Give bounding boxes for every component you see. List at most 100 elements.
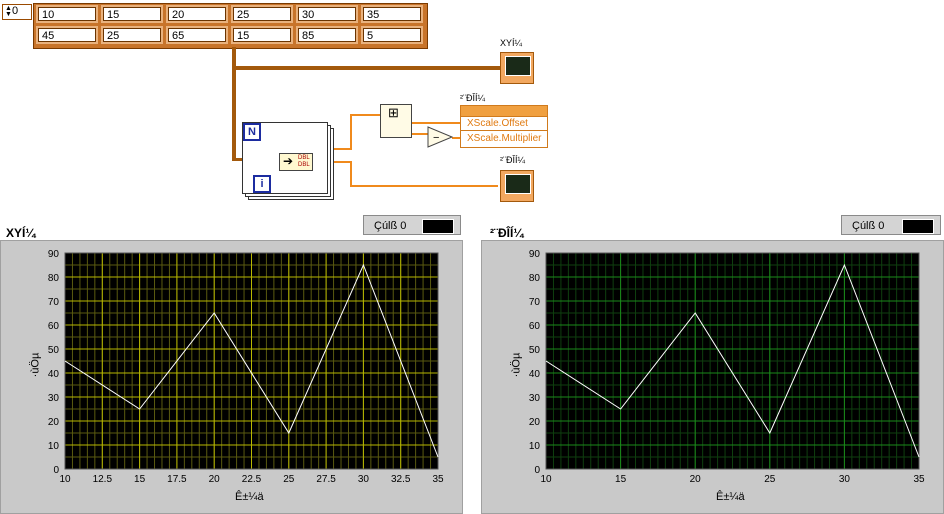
array-index-display[interactable]: ▲▼ 0 [2, 4, 32, 20]
subtract-node[interactable]: − [427, 126, 453, 148]
wire-bundle-up [350, 114, 352, 150]
array-cell[interactable]: 85 [298, 28, 356, 42]
y-tick-label: 70 [529, 297, 541, 308]
xy-graph-legend[interactable]: Çúlß 0 [363, 215, 461, 235]
y-tick-label: 20 [529, 417, 541, 428]
xy-graph-ylabel: ·ùÖµ [29, 352, 42, 378]
y-tick-label: 20 [48, 417, 60, 428]
waveform-graph-icon [505, 174, 531, 194]
x-tick-label: 15 [134, 474, 146, 485]
property-node-title: ²¨ÐÎÍ¼ [460, 93, 486, 103]
y-tick-label: 60 [48, 321, 60, 332]
loop-index-terminal[interactable]: i [253, 175, 271, 193]
wire-to-waveform [332, 161, 352, 163]
y-tick-label: 0 [534, 465, 540, 476]
y-tick-label: 90 [48, 249, 60, 260]
index-spinner-icon[interactable]: ▲▼ [5, 5, 12, 18]
x-tick-label: 25 [764, 474, 776, 485]
array-index-node[interactable]: ➔ DBL DBL [279, 153, 313, 171]
property-xscale-multiplier[interactable]: XScale.Multiplier [467, 133, 542, 144]
wire-to-subtract [412, 133, 428, 135]
wire-array-to-xy [232, 66, 502, 70]
array-cell[interactable]: 15 [233, 28, 291, 42]
y-tick-label: 0 [53, 465, 59, 476]
x-tick-label: 15 [615, 474, 627, 485]
svg-text:−: − [433, 132, 439, 144]
array-cell[interactable]: 45 [38, 28, 96, 42]
y-tick-label: 50 [48, 345, 60, 356]
waveform-graph-ylabel: ·ùÖµ [510, 352, 523, 378]
y-tick-label: 30 [529, 393, 541, 404]
array-cell[interactable]: 10 [38, 7, 96, 21]
wire-array-down [232, 47, 236, 71]
x-tick-label: 10 [59, 474, 71, 485]
series-line [545, 263, 920, 458]
series-line [64, 263, 439, 458]
waveform-graph-terminal[interactable] [500, 170, 534, 202]
array-cell[interactable]: 25 [233, 7, 291, 21]
y-tick-label: 50 [529, 345, 541, 356]
unbundle-node[interactable]: ⊞ [380, 104, 412, 138]
dbl-label-2: DBL [298, 162, 310, 168]
y-tick-label: 80 [48, 273, 60, 284]
array-cell[interactable]: 25 [103, 28, 161, 42]
y-tick-label: 70 [48, 297, 60, 308]
property-node[interactable]: XScale.Offset XScale.Multiplier [460, 116, 548, 148]
wire-wave-right [350, 185, 498, 187]
x-tick-label: 20 [209, 474, 221, 485]
y-tick-label: 10 [529, 441, 541, 452]
xy-graph-title: XYÍ¼ [6, 226, 36, 240]
arrow-icon: ➔ [283, 154, 294, 168]
x-tick-label: 17.5 [167, 474, 187, 485]
wire-bundle-top [350, 114, 380, 116]
x-tick-label: 27.5 [316, 474, 336, 485]
x-tick-label: 35 [913, 474, 925, 485]
loop-count-terminal[interactable]: N [243, 123, 261, 141]
waveform-graph-legend[interactable]: Çúlß 0 [841, 215, 941, 235]
x-tick-label: 10 [540, 474, 552, 485]
x-tick-label: 30 [839, 474, 851, 485]
xy-terminal-label: XYÍ¼ [500, 38, 523, 48]
wire-wave-down [350, 161, 352, 186]
array-constant: 10 15 20 25 30 35 45 25 65 15 85 5 [33, 3, 428, 49]
y-tick-label: 90 [529, 249, 541, 260]
y-tick-label: 40 [48, 369, 60, 380]
x-tick-label: 35 [432, 474, 444, 485]
y-tick-label: 10 [48, 441, 60, 452]
array-cell[interactable]: 65 [168, 28, 226, 42]
wire-to-multiplier [452, 137, 460, 139]
array-cell[interactable]: 30 [298, 7, 356, 21]
array-cell[interactable]: 20 [168, 7, 226, 21]
y-tick-label: 40 [529, 369, 541, 380]
array-index-value: 0 [12, 5, 19, 17]
y-tick-label: 60 [529, 321, 541, 332]
for-loop[interactable]: N i ➔ DBL DBL [242, 122, 328, 194]
x-tick-label: 25 [283, 474, 295, 485]
waveform-graph-title: ²¨ÐÎÍ¼ [490, 226, 524, 240]
dbl-label-1: DBL [298, 155, 310, 161]
wire-to-offset [412, 122, 460, 124]
waveform-terminal-label: ²¨ÐÎÍ¼ [500, 155, 526, 165]
array-cell[interactable]: 5 [363, 28, 421, 42]
xy-graph-terminal[interactable] [500, 52, 534, 84]
grid-icon: ⊞ [388, 105, 399, 120]
property-xscale-offset[interactable]: XScale.Offset [461, 117, 547, 131]
array-cell[interactable]: 15 [103, 7, 161, 21]
x-tick-label: 20 [690, 474, 702, 485]
xy-legend-label: Çúlß 0 [374, 220, 407, 232]
wire-to-loop [232, 70, 236, 160]
wire-loop-to-bundle [332, 148, 352, 150]
xy-graph-icon [505, 56, 531, 76]
y-tick-label: 80 [529, 273, 541, 284]
x-tick-label: 22.5 [242, 474, 262, 485]
waveform-graph-xlabel: Ê±¼ä [716, 491, 745, 503]
xy-legend-swatch[interactable] [422, 219, 454, 234]
waveform-legend-swatch[interactable] [902, 219, 934, 234]
array-cell[interactable]: 35 [363, 7, 421, 21]
x-tick-label: 30 [358, 474, 370, 485]
waveform-legend-label: Çúlß 0 [852, 220, 885, 232]
